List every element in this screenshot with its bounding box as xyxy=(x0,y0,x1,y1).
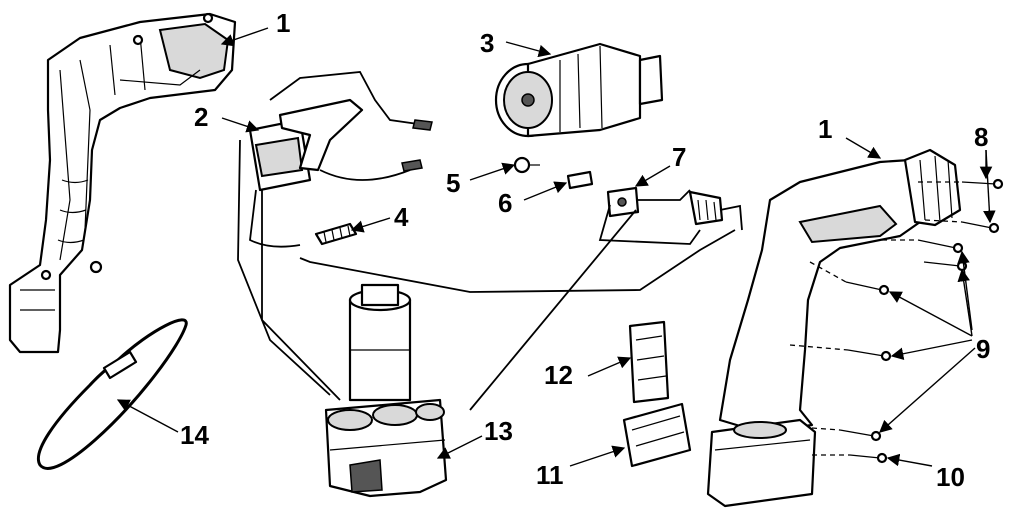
motor-lead-wire xyxy=(299,229,736,293)
callout-11-label: 11 xyxy=(536,460,564,490)
callout-6-clip: 6 xyxy=(498,188,512,218)
leader-lines xyxy=(116,27,996,467)
callout-4-spring: 4 xyxy=(394,202,409,232)
housing-half-left xyxy=(8,12,237,354)
clip-part-6 xyxy=(566,170,594,190)
trigger-switch-assembly xyxy=(237,71,433,401)
callout-2-switch: 2 xyxy=(194,102,208,132)
callout-8-screw: 8 xyxy=(974,122,988,152)
terminal-block-part-7 xyxy=(469,186,743,411)
screws-part-9 xyxy=(839,239,968,442)
screw-part-10 xyxy=(849,452,888,464)
assembled-drill-body xyxy=(706,148,962,508)
label-plate-12 xyxy=(628,320,670,404)
callout-7-terminal: 7 xyxy=(672,142,686,172)
battery-pack xyxy=(324,283,448,498)
label-plate-11 xyxy=(622,402,692,468)
callout-13-battery: 13 xyxy=(484,416,513,446)
callout-3-motor: 3 xyxy=(480,28,494,58)
trigger-spring xyxy=(314,222,358,246)
screw-part-5 xyxy=(513,156,540,174)
callout-14-lanyard: 14 xyxy=(180,420,209,450)
callout-1-assembled-housing: 1 xyxy=(818,114,832,144)
motor xyxy=(494,42,664,138)
callout-12-label: 12 xyxy=(544,360,573,390)
callout-10-screw: 10 xyxy=(936,462,965,492)
callout-5-screw: 5 xyxy=(446,168,460,198)
callout-1-housing-half: 1 xyxy=(276,8,290,38)
lanyard-strap xyxy=(37,318,188,470)
callout-9-screws: 9 xyxy=(976,334,990,364)
alignment-lines xyxy=(789,181,963,456)
screw-part-8 xyxy=(961,178,1004,234)
